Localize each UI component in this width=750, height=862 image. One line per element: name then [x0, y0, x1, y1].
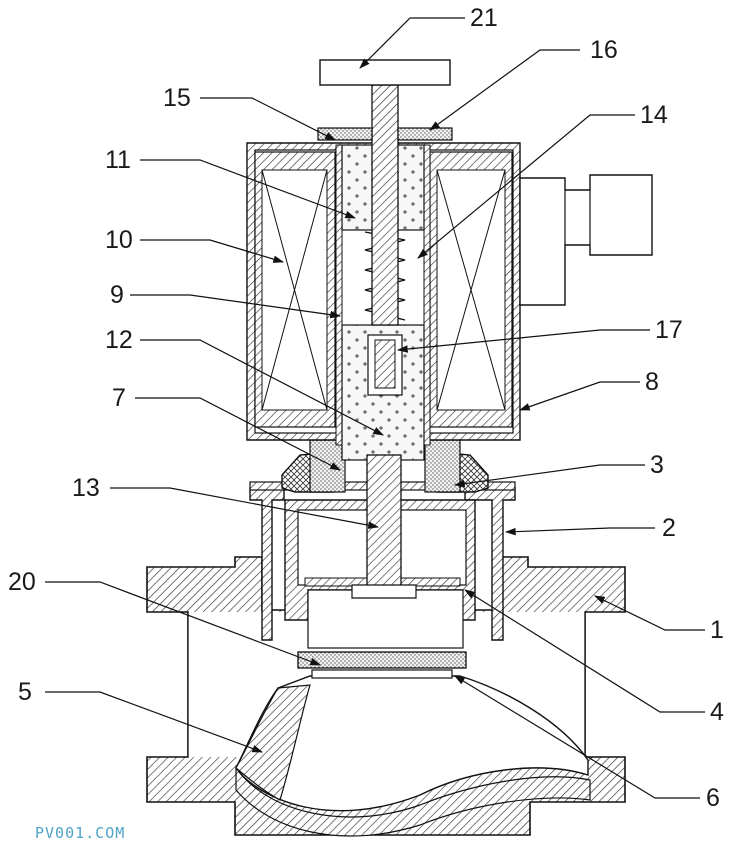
label-14: 14	[640, 101, 668, 129]
manual-stem	[371, 84, 399, 326]
label-17: 17	[655, 316, 683, 344]
pole-tube	[335, 144, 343, 446]
push-rod	[366, 454, 402, 591]
label-21: 21	[470, 4, 498, 32]
leader-lines	[45, 17, 705, 799]
label-13: 13	[72, 474, 100, 502]
coil-right	[429, 151, 513, 428]
manual-handle	[319, 59, 451, 86]
push-rod-foot	[351, 584, 417, 599]
label-5: 5	[18, 678, 32, 706]
label-8: 8	[645, 368, 659, 396]
label-15: 15	[163, 84, 191, 112]
label-3: 3	[650, 451, 664, 479]
label-1: 1	[710, 616, 724, 644]
pole-tube-right	[423, 144, 431, 446]
label-2: 2	[662, 514, 676, 542]
valve-seat	[311, 669, 453, 679]
watermark: PV001.COM	[35, 824, 125, 842]
label-7: 7	[112, 384, 126, 412]
label-10: 10	[105, 226, 133, 254]
label-4: 4	[710, 698, 724, 726]
electrical-connector	[519, 174, 653, 306]
guide-sleeve-right	[424, 439, 461, 493]
guide-sleeve	[309, 439, 346, 493]
label-12: 12	[105, 326, 133, 354]
label-11: 11	[105, 146, 131, 174]
magnet-insert-inner	[374, 339, 396, 389]
top-washer-left	[317, 127, 373, 141]
label-9: 9	[110, 281, 124, 309]
top-washer-right	[397, 127, 453, 141]
seal-pad	[297, 651, 467, 669]
label-6: 6	[706, 784, 720, 812]
label-20: 20	[8, 568, 36, 596]
coil-left	[254, 151, 336, 428]
label-16: 16	[590, 36, 618, 64]
